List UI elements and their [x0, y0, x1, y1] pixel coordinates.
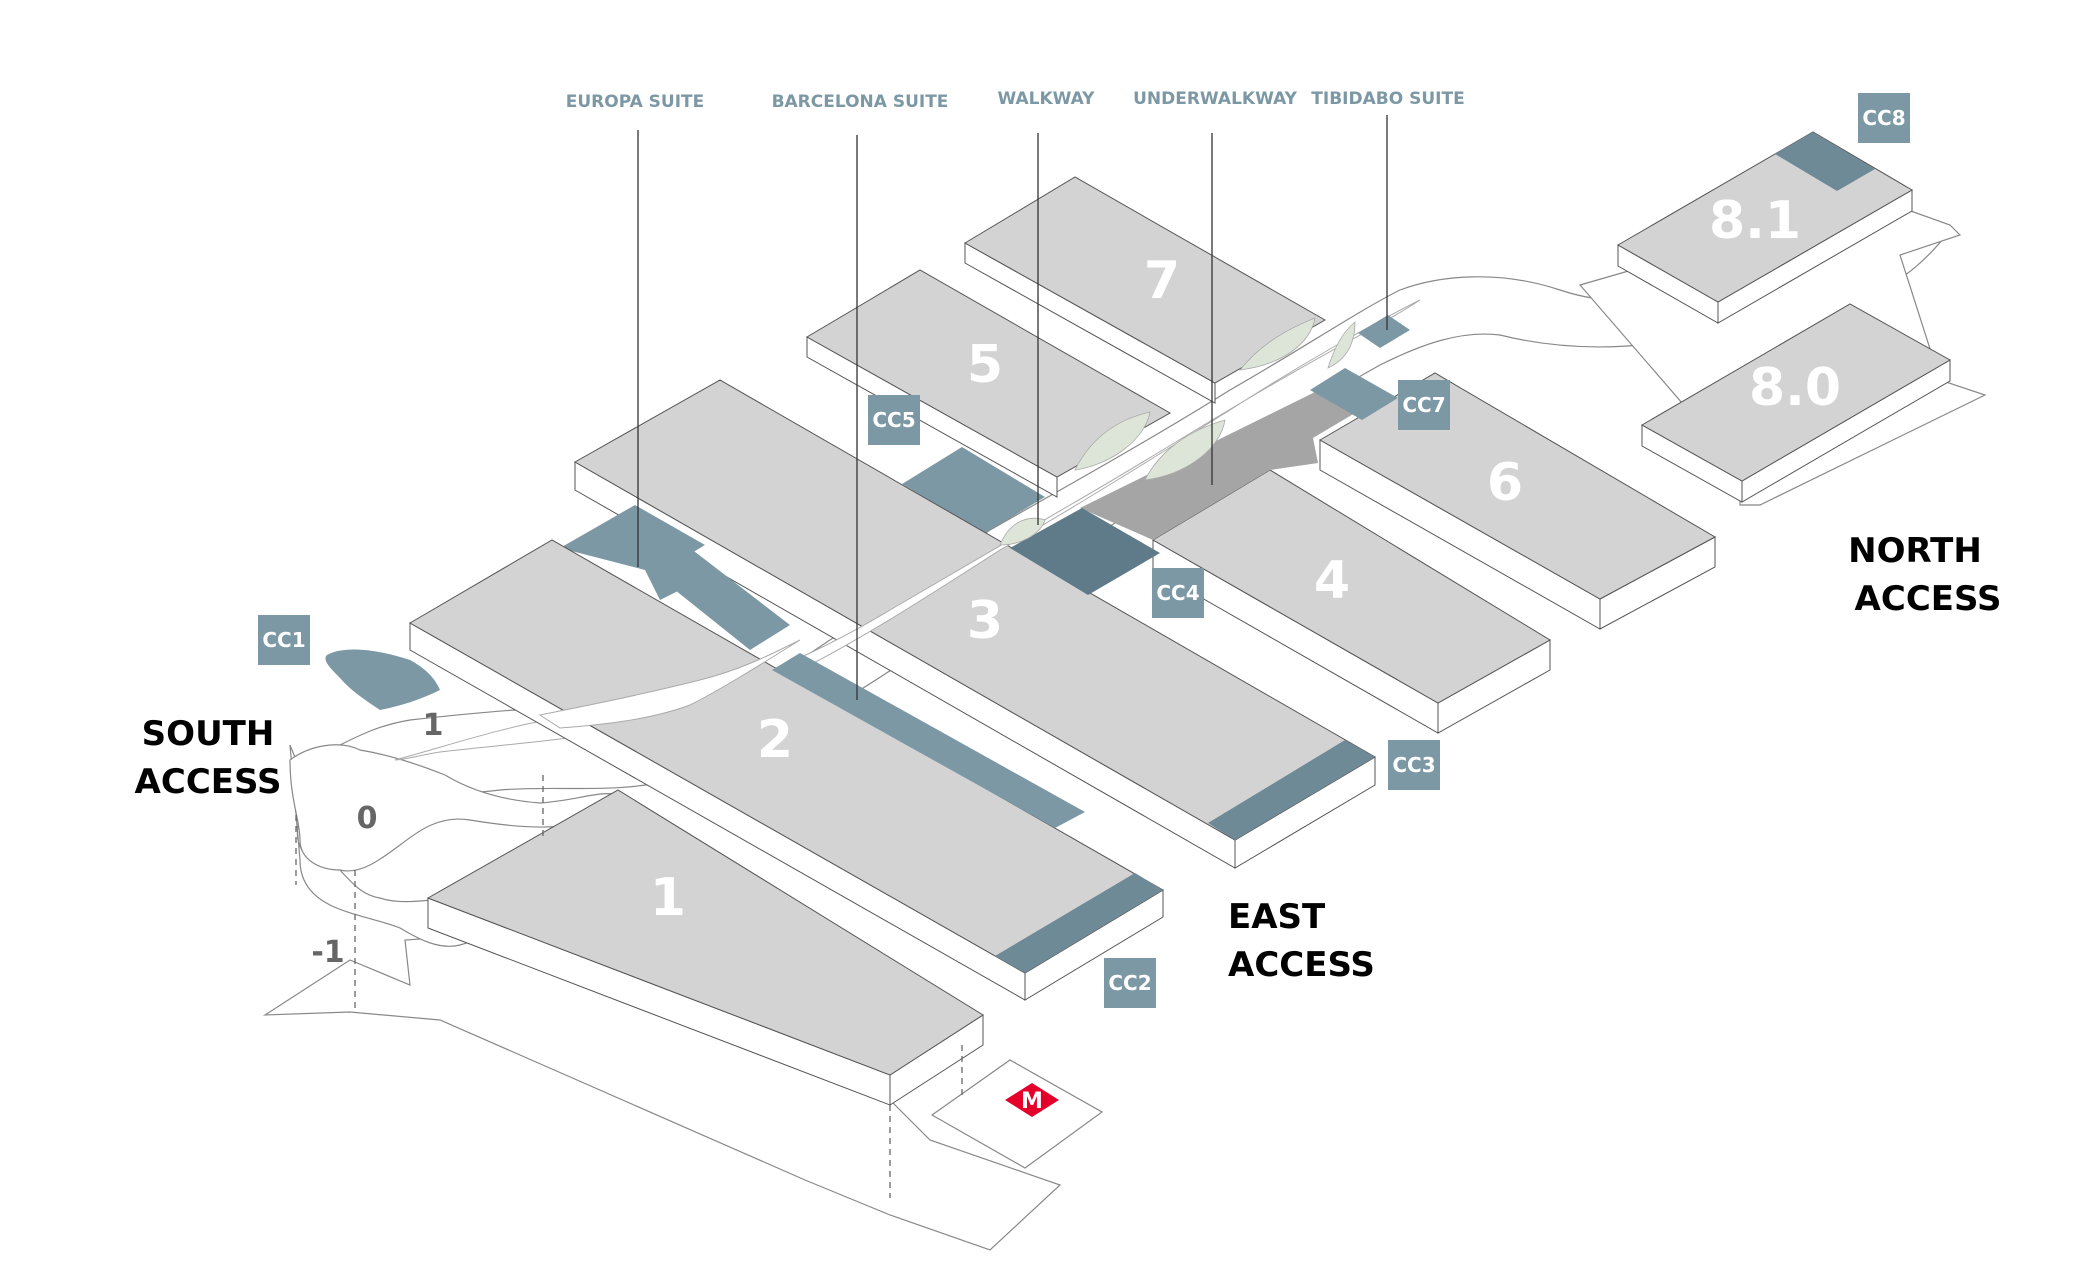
hall-7-label: 7	[1144, 251, 1180, 311]
cc2-badge-box	[1104, 958, 1156, 1008]
metro-letter: M	[1021, 1089, 1043, 1114]
cc1-badge: CC1	[258, 615, 310, 665]
walkway-band-lower	[538, 639, 801, 729]
hall-4-roof	[1152, 469, 1551, 704]
cc8-badge: CC8	[1858, 93, 1910, 143]
cc1-badge-box	[258, 615, 310, 665]
hall-5: 5	[805, 269, 1172, 533]
europa-suite-strip	[650, 548, 790, 650]
cc2-badge: CC2	[1104, 958, 1156, 1008]
hall-2-label: 2	[757, 710, 793, 770]
cc2-area	[995, 873, 1163, 973]
metro-station: M	[930, 1059, 1104, 1169]
hall-8-1: 8.1	[1616, 131, 1913, 324]
cc5-badge-label: CC5	[872, 408, 915, 432]
cc4-badge-label: CC4	[1156, 581, 1199, 605]
underwalkway-callout: UNDERWALKWAY	[1133, 89, 1298, 109]
cc5-area	[902, 447, 1045, 533]
cc1-badge-label: CC1	[262, 628, 305, 652]
callouts: EUROPA SUITE BARCELONA SUITE WALKWAY UND…	[566, 89, 1465, 700]
cc3-badge: CC3	[1388, 740, 1440, 790]
cc7-badge: CC7	[1398, 380, 1450, 430]
cc3-badge-box	[1388, 740, 1440, 790]
north-access-line1: NORTH	[1848, 531, 1982, 571]
green-patch-5	[1327, 321, 1356, 369]
green-patch-1	[999, 517, 1046, 546]
south-access-line1: SOUTH	[142, 714, 275, 754]
access-labels: SOUTH ACCESS EAST ACCESS NORTH ACCESS	[135, 531, 2002, 985]
cc8-area	[1775, 132, 1875, 191]
level-connectors	[295, 775, 963, 1198]
hall-5-roof	[805, 269, 1172, 478]
cc3-badge-label: CC3	[1392, 753, 1435, 777]
hall-4: 4	[1152, 469, 1551, 734]
tibidabo-suite-callout: TIBIDABO SUITE	[1311, 89, 1464, 109]
cc2-badge-label: CC2	[1108, 971, 1151, 995]
walkway-callout: WALKWAY	[998, 89, 1096, 109]
hall-8-0-label: 8.0	[1749, 358, 1841, 418]
level-1-label: 1	[423, 708, 444, 743]
hall-6-label: 6	[1487, 453, 1523, 513]
green-patch-2	[1074, 411, 1151, 471]
hall-1-roof	[426, 789, 984, 1076]
north-access-line2: ACCESS	[1855, 579, 2002, 619]
metro-icon	[1005, 1083, 1059, 1117]
hall-4-label: 4	[1314, 551, 1350, 611]
hall-5-label: 5	[967, 335, 1003, 395]
hall-8-1-label: 8.1	[1709, 191, 1801, 251]
europa-suite-callout: EUROPA SUITE	[566, 92, 705, 112]
cc4-badge-box	[1152, 568, 1204, 618]
hall-1: 1	[426, 789, 984, 1106]
cc4-area	[1010, 508, 1160, 595]
cc7-badge-label: CC7	[1402, 393, 1445, 417]
east-access-line1: EAST	[1228, 897, 1326, 937]
cc7-badge-box	[1398, 380, 1450, 430]
level-minus1-label: -1	[311, 935, 344, 970]
cc3-area	[1208, 740, 1375, 840]
cc1-area	[325, 649, 440, 710]
hall-3-label: 3	[967, 591, 1003, 651]
walkway-green-patches	[999, 317, 1356, 546]
cc4-badge: CC4	[1152, 568, 1204, 618]
cc5-badge-box	[868, 395, 920, 445]
cc8-badge-box	[1858, 93, 1910, 143]
cc7-area	[1310, 368, 1398, 420]
hall-1-label: 1	[650, 868, 686, 928]
cc5-badge: CC5	[868, 395, 920, 445]
hall-8-0-roof	[1640, 303, 1952, 482]
south-access-line2: ACCESS	[135, 762, 282, 802]
barcelona-suite-area	[772, 653, 1085, 828]
level-0-label: 0	[357, 801, 378, 836]
level-minus1-area	[262, 934, 1062, 1251]
metro-platform	[930, 1059, 1104, 1169]
cc8-badge-label: CC8	[1862, 106, 1905, 130]
underwalkway-area	[1080, 392, 1355, 540]
cc-badges: CC1 CC2 CC3 CC4 CC5 CC7 CC8	[258, 93, 1910, 1008]
tibidabo-suite-area	[1358, 315, 1410, 348]
barcelona-suite-callout: BARCELONA SUITE	[772, 92, 949, 112]
hall-3: 3	[573, 379, 1376, 869]
green-patch-3	[1144, 419, 1226, 481]
green-patch-4	[1239, 317, 1316, 371]
hall-8-0: 8.0	[1640, 303, 1952, 503]
east-access-line2: ACCESS	[1228, 945, 1375, 985]
